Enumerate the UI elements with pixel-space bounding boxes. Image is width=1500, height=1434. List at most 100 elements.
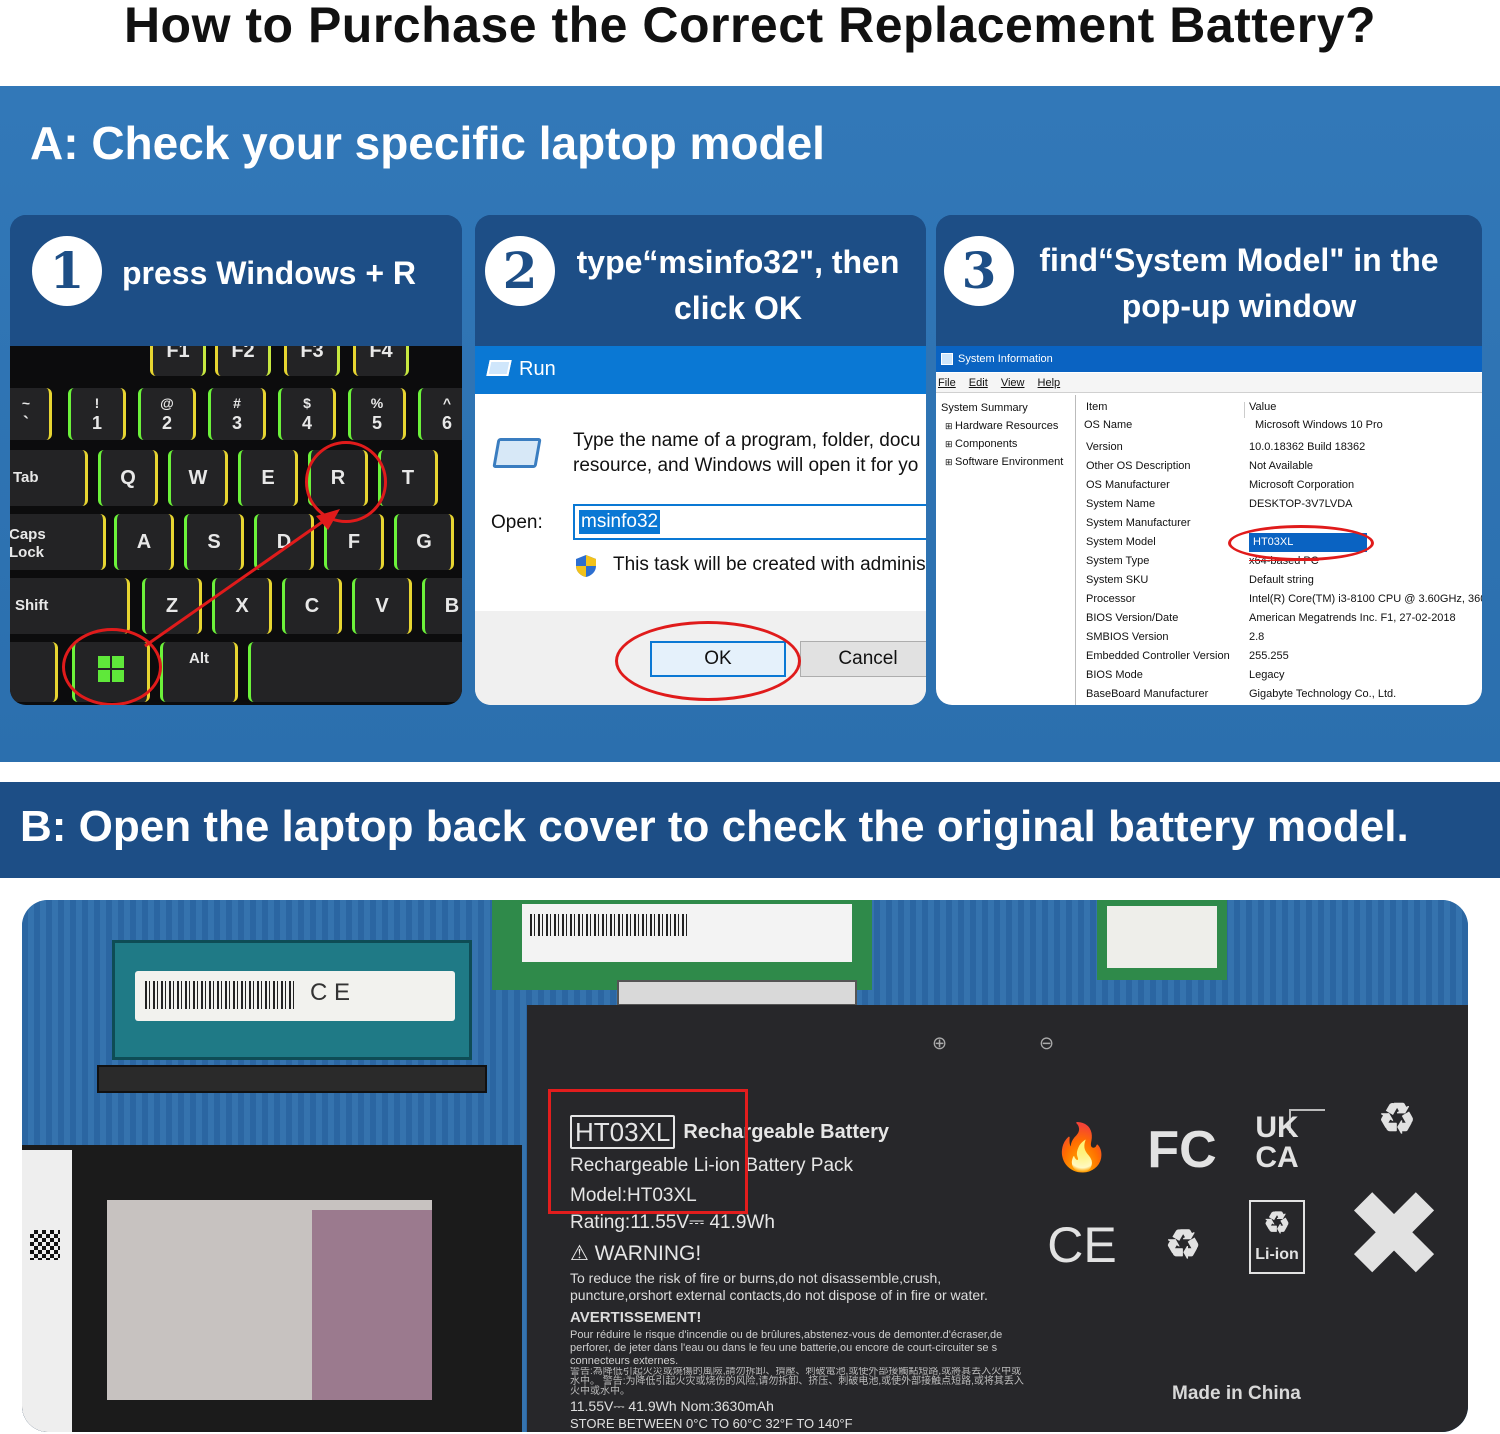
ram-ce-mark: C E <box>310 979 351 1006</box>
step-2-line2: click OK <box>673 290 803 326</box>
ukca-mark: UK CA <box>1255 1111 1299 1174</box>
key-v: V <box>352 578 412 634</box>
tree-hardware-resources[interactable]: Hardware Resources <box>941 417 1075 435</box>
made-in-china: Made in China <box>1172 1383 1301 1404</box>
key-2: @2 <box>138 388 196 440</box>
key-3: #3 <box>208 388 266 440</box>
ssd-barcode <box>530 914 690 936</box>
battery-title: HT03XL Rechargeable Battery <box>570 1115 890 1149</box>
ram-barcode <box>145 981 295 1009</box>
step-2-line1: type“msinfo32", then <box>576 244 900 280</box>
key-f4: F4 <box>353 346 409 376</box>
flame-icon: 🔥 <box>1053 1121 1111 1173</box>
si-title-bar: System Information <box>936 346 1482 372</box>
wifi-card <box>1097 900 1227 980</box>
key-c: C <box>282 578 342 634</box>
open-label: Open: <box>491 512 543 533</box>
key-f2: F2 <box>215 346 271 376</box>
crossed-bin-icon: ✖ <box>1343 1168 1445 1302</box>
cancel-button[interactable]: Cancel <box>800 641 926 677</box>
run-program-icon <box>492 438 542 468</box>
step-2-number: 2 <box>485 236 555 306</box>
run-title: Run <box>519 358 556 380</box>
avertissement-text: Pour réduire le risque d'incendie ou de … <box>570 1329 1003 1367</box>
warning-title: ⚠ WARNING! <box>570 1242 702 1265</box>
key-f1: F1 <box>150 346 206 376</box>
uac-shield-icon <box>576 555 596 577</box>
tree-system-summary[interactable]: System Summary <box>941 402 1028 414</box>
minus-terminal-icon: ⊖ <box>1039 1033 1055 1053</box>
step-3-line1: find“System Model" in the <box>1039 242 1439 278</box>
step-1-text: press Windows + R <box>122 255 416 291</box>
system-information-window: System Information File Edit View Help S… <box>936 346 1482 705</box>
highlight-ring-windows <box>62 628 162 705</box>
key-d: D <box>254 514 314 570</box>
run-title-bar: Run <box>475 346 926 394</box>
run-title-icon <box>486 360 512 376</box>
wifi-label <box>1107 906 1217 968</box>
key-g: G <box>394 514 454 570</box>
section-b-heading: B: Open the laptop back cover to check t… <box>20 802 1409 851</box>
battery-rating: Rating:11.55V⎓ 41.9Wh <box>570 1212 775 1233</box>
run-footer: OK Cancel <box>475 611 926 705</box>
step-2-panel: 2 type“msinfo32", then click OK Run Type… <box>475 215 926 705</box>
step-3-panel: 3 find“System Model" in the pop-up windo… <box>936 215 1482 705</box>
key-4: $4 <box>278 388 336 440</box>
ssd-label <box>522 904 852 962</box>
battery-model-tag: HT03XL <box>570 1115 676 1149</box>
menu-help[interactable]: Help <box>1037 377 1061 389</box>
tree-software-environment[interactable]: Software Environment <box>941 453 1075 471</box>
menu-view[interactable]: View <box>1000 377 1025 389</box>
step-3-text: find“System Model" in the pop-up window <box>1026 237 1452 329</box>
si-tree: System Summary Hardware Resources Compon… <box>936 395 1076 705</box>
highlight-ring-ok <box>615 621 801 701</box>
menu-file[interactable]: File <box>938 377 956 389</box>
ram-label: C E <box>135 971 455 1021</box>
highlight-ring-system-model <box>1228 525 1374 561</box>
tree-components[interactable]: Components <box>941 435 1075 453</box>
ssd-module <box>492 900 872 990</box>
recycle-5-icon: ♻ <box>1378 1095 1416 1142</box>
key-1: !1 <box>68 388 126 440</box>
key-space <box>248 642 462 702</box>
fcc-mark: FC <box>1147 1121 1217 1179</box>
key-shift: Shift <box>10 578 130 634</box>
key-6: ^6 <box>418 388 462 440</box>
key-w: W <box>168 450 228 506</box>
chinese-warning-text: 警告:為降低引起火災或燒傷的風險,請勿拆卸、擠壓、刺破電池,或使外部接觸點短路,… <box>570 1367 1024 1397</box>
admin-note: This task will be created with adminis <box>613 554 926 575</box>
key-f: F <box>324 514 384 570</box>
battery-type: Rechargeable Battery <box>683 1121 890 1143</box>
step-1-number: 1 <box>32 236 102 306</box>
menu-edit[interactable]: Edit <box>968 377 988 389</box>
key-tilde: ~` <box>10 388 52 440</box>
arrow-icon <box>144 509 340 648</box>
li-ion-recycle-mark: ♻ Li-ion <box>1249 1200 1305 1274</box>
key-a: A <box>114 514 174 570</box>
run-dialog: Run Type the name of a program, folder, … <box>475 346 926 705</box>
table-header: Item Value <box>1078 398 1482 418</box>
open-input[interactable]: msinfo32 <box>573 504 926 540</box>
key-5: %5 <box>348 388 406 440</box>
label-corner-mark <box>1289 1109 1325 1133</box>
keyboard-photo: F1 F2 F3 F4 ~` !1 @2 #3 $4 %5 ^6 Tab Q W… <box>10 346 462 705</box>
header-value: Value <box>1249 401 1277 413</box>
key-alt: Alt <box>160 642 238 702</box>
qr-code-icon <box>30 1230 60 1260</box>
table-row[interactable]: System Manufacturer <box>1086 517 1191 529</box>
ram-module: C E <box>112 940 472 1060</box>
